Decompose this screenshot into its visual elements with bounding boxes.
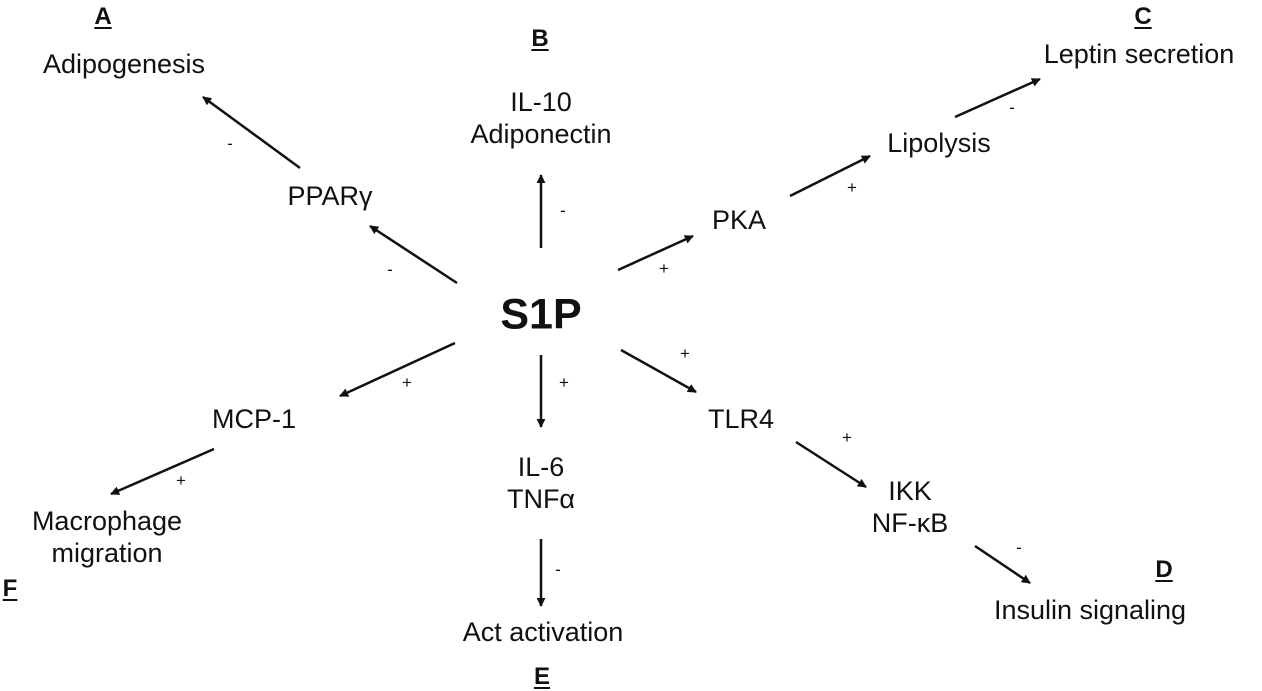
sign-s1p-pka: + bbox=[659, 259, 669, 278]
node-mcp1: MCP-1 bbox=[211, 404, 297, 434]
node-leptin-secretion: Leptin secretion bbox=[1043, 39, 1235, 69]
arrow-ppar-to-adipogenesis bbox=[202, 95, 301, 170]
arrow-mcp1-to-macrophage bbox=[110, 447, 215, 496]
panel-label-e: E bbox=[533, 663, 551, 690]
panel-label-f: F bbox=[2, 575, 18, 602]
sign-s1p-il10: - bbox=[560, 201, 566, 220]
node-macrophage-line2: migration bbox=[51, 537, 163, 568]
node-insulin-signaling: Insulin signaling bbox=[993, 595, 1187, 625]
arrow-s1p-to-pka bbox=[617, 234, 694, 272]
sign-mcp1-macrophage: + bbox=[176, 471, 186, 490]
node-ikk-line2: NF-κB bbox=[871, 507, 949, 538]
node-act-activation: Act activation bbox=[462, 617, 624, 647]
node-macrophage-line1: Macrophage bbox=[31, 506, 183, 536]
sign-lipolysis-leptin: - bbox=[1009, 98, 1015, 117]
node-pka: PKA bbox=[711, 205, 767, 235]
sign-ikk-insulin: - bbox=[1016, 538, 1022, 557]
node-il10-line1: IL-10 bbox=[510, 87, 572, 117]
sign-ppar-adipogenesis: - bbox=[227, 134, 233, 153]
node-il10-adiponectin: IL-10 Adiponectin bbox=[470, 87, 611, 151]
s1p-center-label: S1P bbox=[500, 290, 582, 339]
sign-il6-act: - bbox=[555, 560, 561, 579]
arrow-lipolysis-to-leptin bbox=[954, 77, 1041, 119]
arrow-tlr4-to-ikk bbox=[795, 440, 867, 489]
arrow-s1p-to-tlr4 bbox=[620, 348, 697, 394]
arrow-pka-to-lipolysis bbox=[789, 154, 871, 198]
arrow-s1p-to-mcp1 bbox=[339, 341, 456, 398]
sign-pka-lipolysis: + bbox=[847, 178, 857, 197]
panel-label-c: C bbox=[1134, 3, 1152, 30]
sign-s1p-il6: + bbox=[559, 373, 569, 392]
node-il6-tnfa: IL-6 TNFα bbox=[507, 452, 575, 516]
node-il10-line2: Adiponectin bbox=[470, 118, 612, 149]
sign-s1p-ppar: - bbox=[387, 260, 393, 279]
node-lipolysis: Lipolysis bbox=[887, 128, 991, 158]
sign-s1p-tlr4: + bbox=[680, 344, 690, 363]
node-ppar-gamma: PPARγ bbox=[287, 181, 373, 211]
panel-label-d: D bbox=[1155, 556, 1173, 583]
node-adipogenesis: Adipogenesis bbox=[42, 49, 206, 79]
node-ikk-line1: IKK bbox=[888, 476, 932, 506]
sign-tlr4-ikk: + bbox=[842, 428, 852, 447]
arrow-s1p-to-ppar bbox=[369, 224, 458, 285]
panel-label-a: A bbox=[94, 3, 112, 30]
sign-s1p-mcp1: + bbox=[402, 373, 412, 392]
node-il6-line1: IL-6 bbox=[517, 452, 565, 482]
node-ikk-nfkb: IKK NF-κB bbox=[872, 476, 949, 540]
node-macrophage-migration: Macrophage migration bbox=[32, 506, 182, 570]
node-il6-line2: TNFα bbox=[506, 483, 576, 514]
node-tlr4: TLR4 bbox=[707, 404, 775, 434]
arrow-ikk-to-insulin bbox=[974, 544, 1031, 585]
panel-label-b: B bbox=[531, 25, 549, 52]
